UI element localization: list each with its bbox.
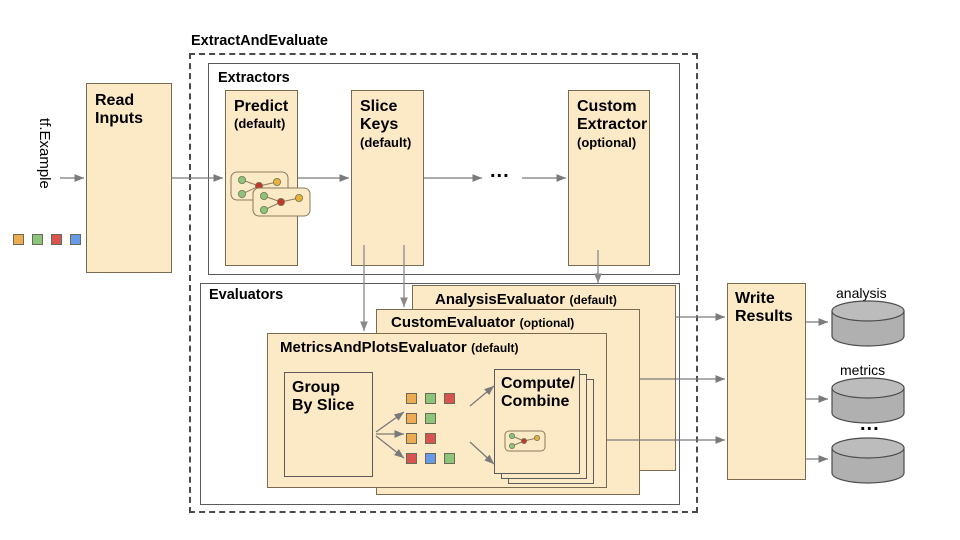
database-cylinder-icon-analysis bbox=[831, 300, 905, 347]
tf-example-squares bbox=[13, 234, 83, 248]
custom-evaluator-title-wrap: CustomEvaluator (optional) bbox=[391, 314, 574, 332]
analysis-evaluator-title-wrap: AnalysisEvaluator (default) bbox=[435, 291, 617, 309]
slice-square bbox=[406, 433, 417, 444]
extractor-slice-keys-sub: (default) bbox=[360, 135, 412, 150]
compute-combine-box[interactable]: Compute/ Combine bbox=[494, 369, 580, 474]
example-square bbox=[70, 234, 81, 245]
read-inputs-label-2: Inputs bbox=[95, 110, 143, 127]
extractor-custom-box[interactable]: Custom Extractor (optional) bbox=[568, 90, 650, 266]
slice-square bbox=[425, 413, 436, 424]
extractor-custom-title-2: Extractor bbox=[577, 116, 648, 133]
database-cylinder-icon-other bbox=[831, 437, 905, 484]
extractor-custom-title-1: Custom bbox=[577, 98, 637, 115]
slice-square bbox=[406, 453, 417, 464]
slice-square bbox=[425, 433, 436, 444]
slice-square bbox=[444, 453, 455, 464]
extractor-predict-title: Predict bbox=[234, 98, 289, 115]
compute-combine-label-2: Combine bbox=[501, 393, 570, 410]
read-inputs-label-1: Read bbox=[95, 92, 135, 109]
example-square bbox=[13, 234, 24, 245]
extractors-label: Extractors bbox=[218, 70, 290, 86]
extractor-slice-keys-title-1: Slice bbox=[360, 98, 398, 115]
extractor-slice-keys-title-2: Keys bbox=[360, 116, 399, 133]
write-results-label-1: Write bbox=[735, 290, 775, 307]
output-label-ellipsis: ... bbox=[860, 413, 880, 435]
slice-square bbox=[406, 393, 417, 404]
analysis-evaluator-title: AnalysisEvaluator bbox=[435, 291, 566, 308]
input-stream-label: tf.Example bbox=[36, 118, 53, 189]
compute-combine-label-1: Compute/ bbox=[501, 375, 575, 392]
example-square bbox=[32, 234, 43, 245]
group-by-slice-label-2: By Slice bbox=[292, 397, 355, 414]
extractors-group bbox=[208, 63, 680, 275]
slice-square bbox=[425, 453, 436, 464]
analysis-evaluator-qualifier: (default) bbox=[569, 293, 617, 307]
extractor-predict-box[interactable]: Predict (default) bbox=[225, 90, 298, 266]
slice-groups bbox=[406, 393, 466, 467]
metrics-evaluator-qualifier: (default) bbox=[471, 341, 519, 355]
output-label-analysis: analysis bbox=[836, 285, 887, 301]
write-results-box[interactable]: Write Results bbox=[727, 283, 806, 480]
output-label-metrics: metrics bbox=[840, 362, 886, 378]
group-by-slice-box[interactable]: Group By Slice bbox=[284, 372, 373, 477]
evaluators-group bbox=[200, 283, 680, 505]
extractor-custom-sub: (optional) bbox=[577, 135, 637, 150]
custom-evaluator-qualifier: (optional) bbox=[519, 316, 575, 330]
metrics-evaluator-title: MetricsAndPlotsEvaluator bbox=[280, 339, 467, 356]
group-by-slice-label-1: Group bbox=[292, 379, 340, 396]
slice-square bbox=[444, 393, 455, 404]
slice-square bbox=[425, 393, 436, 404]
slice-square bbox=[406, 413, 417, 424]
extract-and-evaluate-container bbox=[189, 53, 698, 513]
extractors-ellipsis: ... bbox=[490, 160, 510, 182]
extractor-predict-sub: (default) bbox=[234, 116, 286, 131]
extract-and-evaluate-title: ExtractAndEvaluate bbox=[191, 33, 328, 49]
custom-evaluator-title: CustomEvaluator bbox=[391, 314, 516, 331]
example-square bbox=[51, 234, 62, 245]
evaluators-label: Evaluators bbox=[209, 287, 284, 303]
write-results-label-2: Results bbox=[735, 308, 793, 325]
metrics-evaluator-title-wrap: MetricsAndPlotsEvaluator (default) bbox=[280, 339, 519, 357]
read-inputs-box[interactable]: Read Inputs bbox=[86, 83, 172, 273]
extractor-slice-keys-box[interactable]: Slice Keys (default) bbox=[351, 90, 424, 266]
